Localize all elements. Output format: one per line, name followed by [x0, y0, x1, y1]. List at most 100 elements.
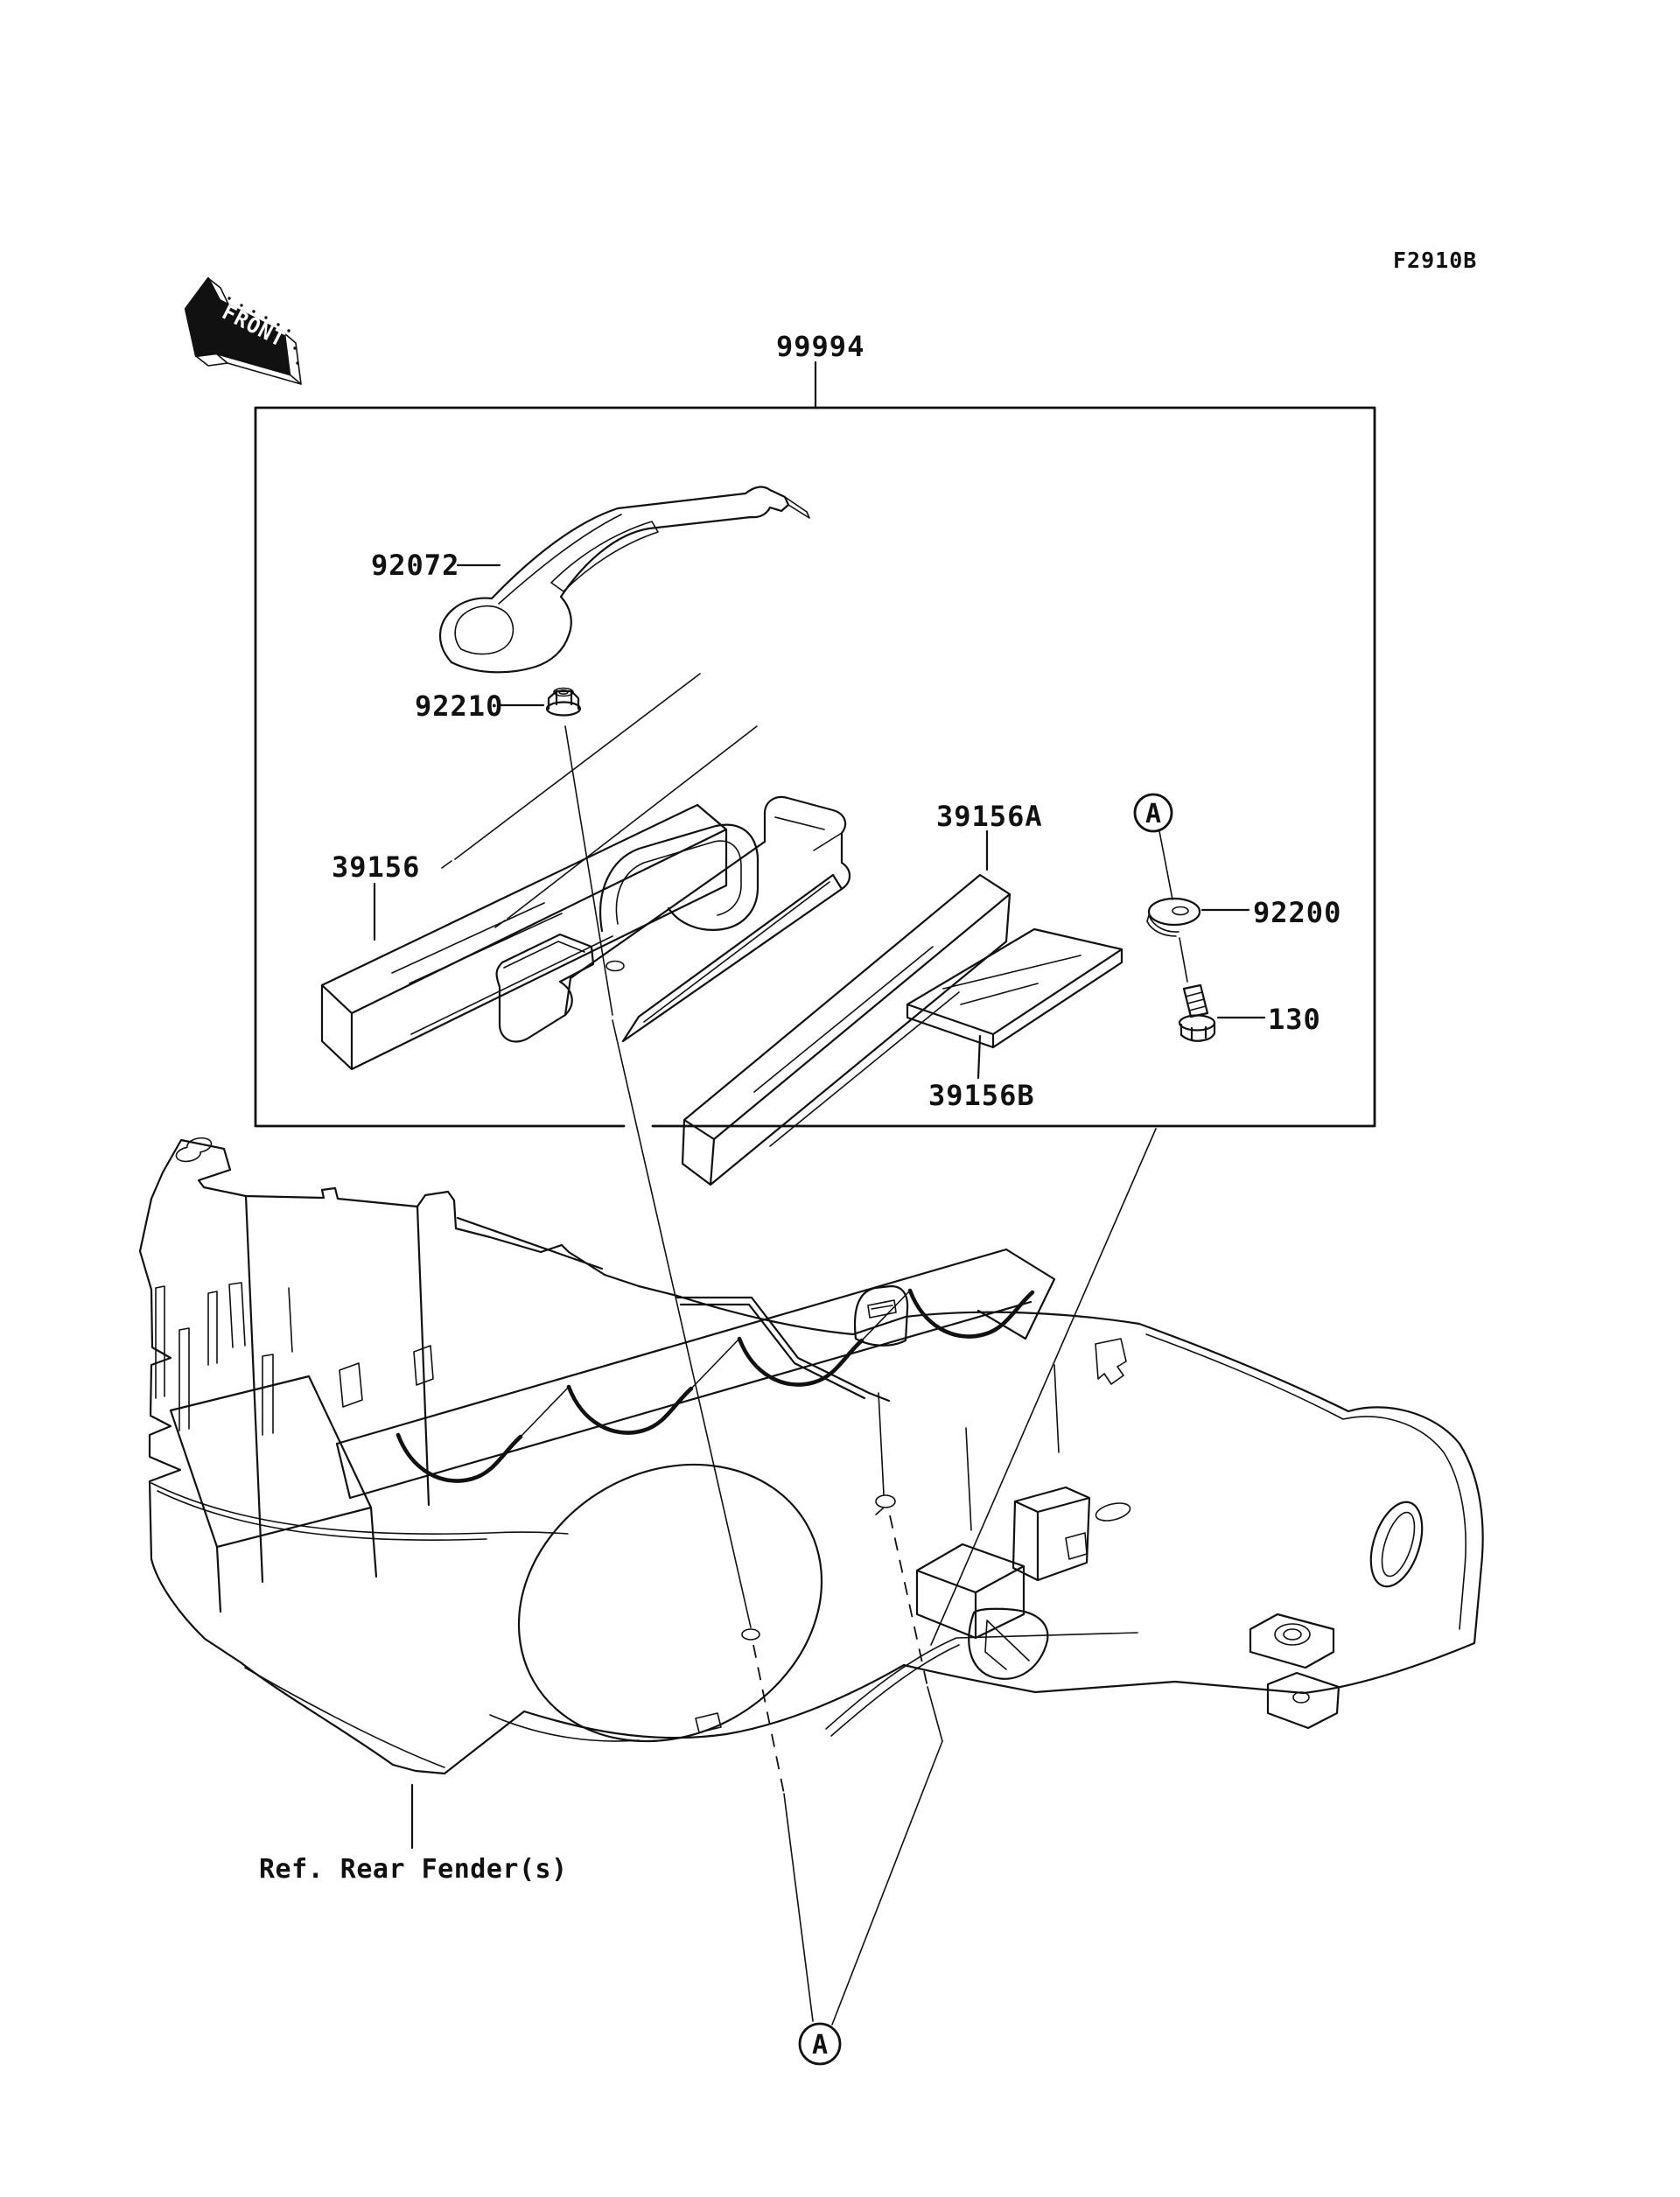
- channel-floor: [520, 1290, 911, 1438]
- fender-recess: [517, 1463, 823, 1743]
- fender-ridge: [676, 1296, 891, 1403]
- nut-part: 92210: [415, 687, 582, 723]
- fender-right-wall: [1145, 1333, 1466, 1630]
- strap-detail: [498, 496, 810, 605]
- bracket-right-flange: [763, 795, 851, 891]
- nut-top: [553, 687, 574, 697]
- fender-clip-slot: [867, 1299, 897, 1319]
- leaders: A: [564, 725, 1157, 2066]
- bolt-threads: [1185, 991, 1207, 1011]
- fender-wall-lines: [878, 1364, 1060, 1531]
- reference-label: Ref. Rear Fender(s): [259, 1854, 568, 1885]
- boss-upper-bore: [1274, 1623, 1311, 1646]
- pad-39156-slashes: [391, 902, 613, 1035]
- bolt-shaft: [1182, 983, 1209, 1018]
- front-arrow-stipple: [228, 297, 299, 365]
- boss-upper: [1249, 1613, 1335, 1669]
- fender-clip: [853, 1284, 909, 1347]
- fender-lip-right: [825, 1632, 1138, 1737]
- right-axis-lower: [831, 1686, 943, 2026]
- bracket-clamp-inner: [615, 840, 742, 925]
- pad-39156B-leader: [976, 1034, 982, 1080]
- channel-rib-1: [396, 1432, 523, 1483]
- channel-rib-4: [907, 1288, 1035, 1339]
- right-axis: [930, 1128, 1157, 1646]
- pad-39156A-outline: [681, 873, 1012, 1186]
- washer-bolt-axis: [1179, 937, 1188, 983]
- boss-lower-hole: [1292, 1691, 1310, 1704]
- part-label-92210: 92210: [415, 689, 503, 723]
- fender-handle-inner: [1381, 1511, 1416, 1578]
- strap-slot: [550, 521, 659, 592]
- pad-39156B: 39156B: [906, 927, 1124, 1112]
- fender-back-panel: [244, 1194, 604, 1584]
- left-axis-dashed: [752, 1644, 785, 1795]
- right-axis-dashed: [889, 1515, 928, 1688]
- kit-boundary-box: 99994: [254, 330, 1376, 1128]
- nut-axis: [564, 725, 613, 1016]
- detail-marker-circle-top: [1133, 793, 1173, 833]
- bracket-clamp-outer: [599, 823, 760, 933]
- channel-rib-2: [566, 1384, 694, 1435]
- fender-ribs: [155, 1282, 293, 1436]
- pad-39156: 39156: [320, 803, 728, 1071]
- channel-rib-3: [737, 1336, 864, 1387]
- fender-tabs: [339, 1345, 434, 1408]
- bolt-flange: [1178, 1014, 1216, 1032]
- hardware-detail: A 92200 130: [1133, 793, 1341, 1042]
- fender-spring-tab: [1095, 1338, 1127, 1385]
- fender-outline: [138, 1138, 1484, 1775]
- fender-hole-right: [875, 1494, 896, 1508]
- bracket-left-flange-inner: [503, 941, 585, 969]
- washer-hole: [1172, 906, 1189, 916]
- fender-hole-right-tail: [875, 1508, 884, 1515]
- fender-channel: [335, 1248, 1056, 1500]
- boss-upper-hole: [1283, 1628, 1302, 1641]
- fender-oval-hole: [1095, 1502, 1131, 1522]
- bracket-part: [495, 795, 851, 1043]
- left-axis-lower: [783, 1793, 814, 2022]
- fender-lip-left: [150, 1482, 569, 1542]
- block-left: [915, 1543, 1026, 1640]
- fender-hole-left: [741, 1628, 760, 1641]
- part-label-130: 130: [1268, 1003, 1321, 1036]
- reference-callout: Ref. Rear Fender(s): [259, 1783, 568, 1885]
- pad-39156A: 39156A: [681, 800, 1042, 1186]
- marker-leader: [1158, 830, 1173, 900]
- part-label-39156: 39156: [332, 850, 420, 884]
- nut-flange: [545, 701, 582, 717]
- block-clip: [1065, 1532, 1088, 1560]
- phantom-lines: [441, 673, 758, 928]
- bracket-left-flange: [495, 933, 595, 1043]
- pad-39156B-slashes: [942, 955, 1082, 1005]
- washer-outline: [1147, 897, 1201, 927]
- fender-cutout: [968, 1607, 1049, 1680]
- part-label-39156B: 39156B: [928, 1079, 1035, 1112]
- nut-hole: [558, 689, 569, 695]
- pad-39156-outline: [320, 803, 728, 1071]
- bracket-channel-lip: [643, 881, 830, 1023]
- bolt-hex: [1180, 1021, 1216, 1042]
- fender-recess-arc: [489, 1714, 640, 1742]
- detail-marker-circle-bottom: [798, 2022, 842, 2066]
- bracket-hole: [606, 960, 625, 972]
- fender-bottom-detail: [244, 1667, 722, 1768]
- strap-part: 92072: [371, 486, 810, 674]
- rear-fender-drawing: [138, 1137, 1484, 1775]
- fender-handle-recess: [1369, 1501, 1424, 1588]
- left-axis: [612, 1019, 752, 1628]
- kit-box-outline: [254, 406, 1376, 1128]
- front-arrow-face: [184, 276, 291, 376]
- bracket-right-flange-inner: [774, 816, 843, 851]
- bracket-channel: [564, 840, 844, 1043]
- strap-buckle: [454, 605, 514, 655]
- part-label-99994: 99994: [776, 330, 864, 363]
- fender-tab-hole: [175, 1137, 213, 1163]
- boss-lower: [1266, 1671, 1340, 1730]
- part-label-92200: 92200: [1253, 896, 1341, 929]
- washer-thickness: [1146, 914, 1180, 937]
- nut-hex: [547, 689, 580, 710]
- pad-39156A-slashes: [753, 946, 960, 1147]
